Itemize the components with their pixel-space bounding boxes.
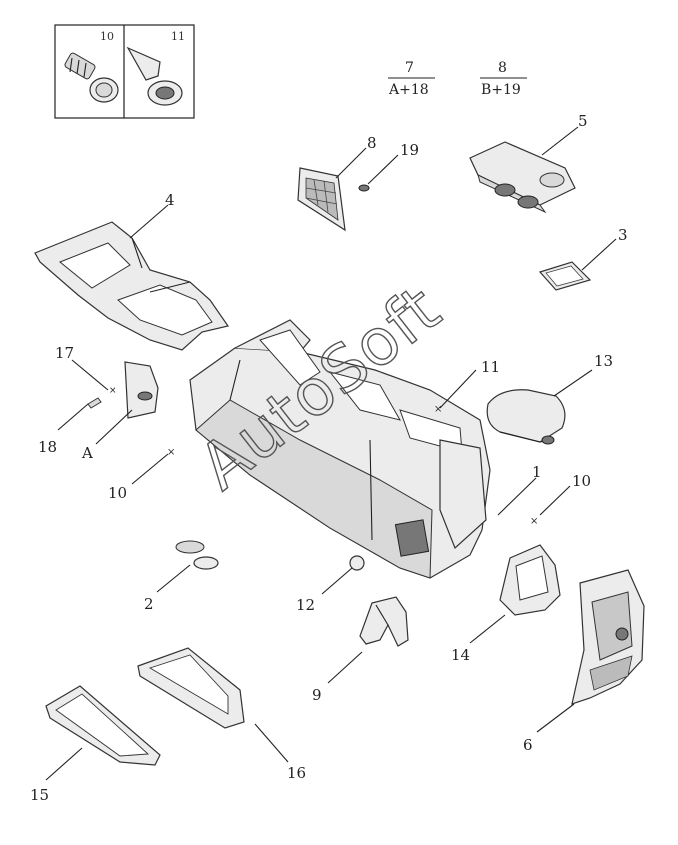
inset-label-11: 11 bbox=[171, 30, 185, 43]
bolt-icon bbox=[64, 52, 119, 103]
svg-text:×: × bbox=[530, 516, 538, 527]
part-12-plug bbox=[349, 555, 365, 571]
callout-2: 2 bbox=[144, 595, 154, 613]
part-5-cupholder-insert bbox=[469, 141, 576, 214]
fraction-8-denominator: B+19 bbox=[481, 82, 521, 98]
part-14-rear-bracket bbox=[499, 544, 561, 616]
part-8-vent-panel bbox=[297, 167, 346, 232]
callout-8: 8 bbox=[367, 134, 377, 152]
fraction-8-numerator: 8 bbox=[498, 60, 507, 76]
part-1-console-body bbox=[189, 319, 491, 579]
part-6-rear-panel bbox=[571, 569, 645, 705]
callout-18: 18 bbox=[38, 438, 57, 456]
fraction-7-denominator: A+18 bbox=[388, 82, 429, 98]
callout-13: 13 bbox=[594, 352, 613, 370]
callout-5: 5 bbox=[578, 112, 588, 130]
part-18-plug bbox=[87, 397, 102, 409]
callout-9: 9 bbox=[312, 686, 322, 704]
callout-a: A bbox=[81, 444, 93, 462]
callout-1: 1 bbox=[532, 463, 542, 481]
push-clip-icon bbox=[126, 46, 183, 106]
part-a-side-cover bbox=[124, 361, 159, 419]
part-13-armrest-lid bbox=[486, 389, 566, 445]
part-16-side-pad bbox=[137, 647, 245, 729]
callout-4: 4 bbox=[165, 191, 175, 209]
part-9-bracket bbox=[359, 596, 409, 647]
svg-text:×: × bbox=[434, 404, 442, 415]
fastener-inset: 10 11 bbox=[54, 24, 195, 119]
leader-lines: × × × bbox=[45, 126, 617, 781]
part-4-shift-bezel bbox=[34, 221, 229, 351]
fraction-8: 8 B+19 bbox=[480, 60, 527, 98]
inset-label-10: 10 bbox=[100, 30, 114, 43]
callout-14: 14 bbox=[451, 646, 470, 664]
callout-6: 6 bbox=[523, 736, 533, 754]
callouts: 4 8 19 5 3 17 18 A 10 11 13 1 10 2 12 9 … bbox=[30, 112, 628, 804]
fraction-7: 7 A+18 bbox=[388, 60, 435, 98]
callout-15: 15 bbox=[30, 786, 49, 804]
callout-19: 19 bbox=[400, 141, 419, 159]
callout-16: 16 bbox=[287, 764, 306, 782]
svg-text:×: × bbox=[167, 447, 175, 458]
part-19-clip bbox=[358, 184, 370, 192]
callout-3: 3 bbox=[618, 226, 628, 244]
part-15-floor-mat bbox=[45, 685, 161, 766]
fraction-7-numerator: 7 bbox=[405, 60, 414, 76]
callout-10-right: 10 bbox=[572, 472, 591, 490]
callout-12: 12 bbox=[296, 596, 315, 614]
x-mark-17: × bbox=[109, 386, 117, 396]
callout-11: 11 bbox=[481, 358, 500, 376]
callout-10-left: 10 bbox=[108, 484, 127, 502]
part-2-clip bbox=[175, 540, 219, 570]
callout-17: 17 bbox=[55, 344, 74, 362]
